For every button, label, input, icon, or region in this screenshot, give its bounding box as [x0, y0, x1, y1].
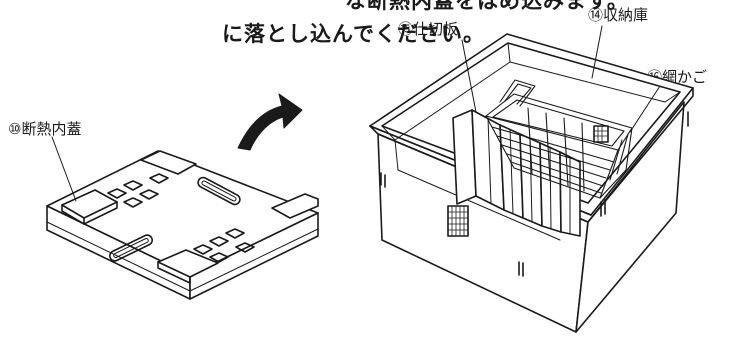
curved-arrow-icon: [237, 93, 303, 151]
mesh-basket-drawing: [485, 79, 633, 199]
label-divider-plate: ⑮仕切板: [398, 20, 459, 38]
instruction-line-2: に落とし込んでください。: [222, 22, 485, 46]
storage-box-drawing: [369, 25, 694, 333]
instruction-line-1: な断熱内蓋をはめ込みます。: [345, 0, 629, 13]
label-insulated-lid: ⑩断熱内蓋: [8, 120, 82, 138]
vent-grille-front-icon: [447, 205, 469, 237]
insulated-lid-drawing: [46, 136, 319, 300]
label-storage-box: ⑭収納庫: [588, 6, 649, 24]
divider-plate-drawing: [452, 109, 581, 237]
vent-grille-inner-icon: [593, 125, 609, 143]
